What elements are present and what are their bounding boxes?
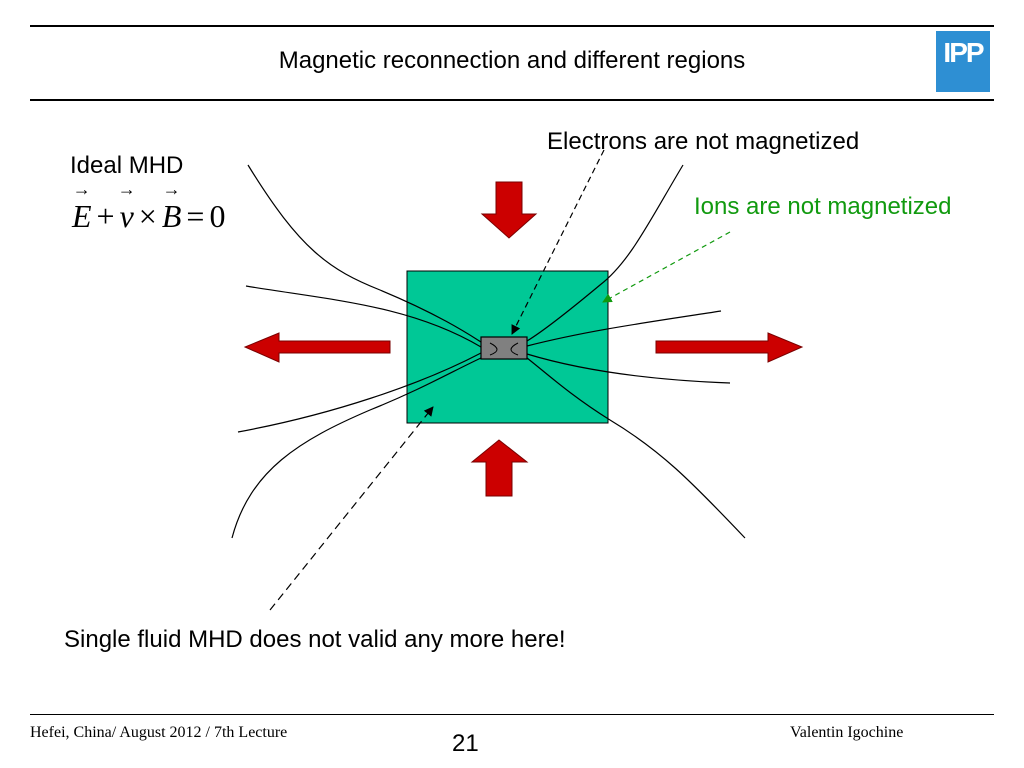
x-point [489,342,519,356]
field-line-upper-left-outer [247,164,482,343]
inflow-arrow-top [480,181,538,239]
outflow-arrow-left [243,332,391,363]
single-fluid-pointer [269,406,434,611]
ipp-logo: IPP [936,31,990,92]
field-line-lower-right-inner [526,353,731,384]
footer-rule [30,714,994,715]
electron-diffusion-region [480,336,528,360]
single-fluid-label: Single fluid MHD does not valid any more… [64,626,566,653]
field-line-lower-right-outer [526,357,746,539]
plus-sign: + [96,198,115,234]
ions-pointer [602,231,731,303]
field-line-upper-right-inner [526,310,722,347]
slide-title: Magnetic reconnection and different regi… [278,47,746,74]
ions-label: Ions are not magnetized [694,193,952,220]
velocity-symbol: v [120,198,134,235]
footer-left-text: Hefei, China/ August 2012 / 7th Lecture [30,724,288,741]
footer-author: Valentin Igochine [790,724,904,741]
field-line-upper-left-inner [245,285,482,348]
inflow-arrow-bottom [470,439,529,497]
ideal-mhd-equation: E+v×B=0 [72,198,225,235]
field-line-lower-left-outer [231,357,482,539]
title-underline [30,99,994,101]
zero-value: 0 [209,198,226,234]
electrons-label: Electrons are not magnetized [547,128,860,155]
page-number: 21 [452,730,479,757]
field-line-upper-right-outer [526,164,684,342]
ideal-mhd-label: Ideal MHD [70,152,184,179]
electrons-pointer [511,149,605,335]
equals-sign: = [186,198,205,234]
field-line-lower-left-inner [237,352,482,433]
top-rule [30,25,994,27]
electric-field-symbol: E [72,198,92,235]
magnetic-field-symbol: B [162,198,182,235]
cross-sign: × [138,198,157,234]
outflow-arrow-right [655,332,804,363]
logo-text: IPP [943,37,984,68]
